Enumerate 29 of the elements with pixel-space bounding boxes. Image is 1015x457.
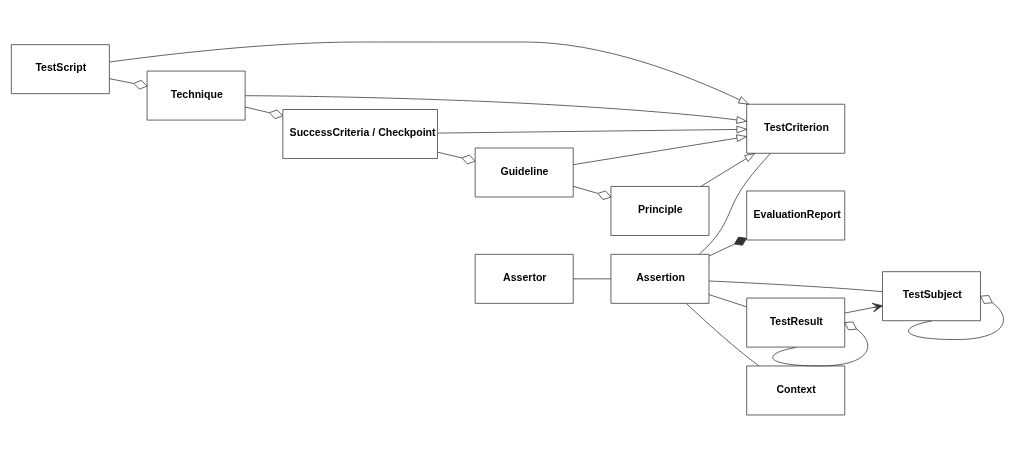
connector — [109, 78, 148, 90]
connector — [708, 280, 883, 293]
connector — [572, 278, 612, 280]
node-box: EvaluationReport — [746, 190, 846, 241]
node-box: Technique — [146, 70, 246, 121]
connector — [772, 321, 869, 367]
connector — [685, 303, 760, 367]
node-box: Assertion — [610, 253, 710, 304]
node-box: TestResult — [746, 297, 846, 348]
connector — [437, 151, 476, 165]
node-box: Guideline — [474, 147, 574, 198]
node-box: Context — [746, 365, 846, 416]
node-box: TestCriterion — [746, 103, 846, 154]
arrow — [700, 153, 756, 187]
node-box: SuccessCriteria / Checkpoint — [282, 109, 438, 159]
connector — [708, 236, 748, 257]
connector — [244, 106, 283, 120]
arrow — [437, 125, 748, 134]
arrow — [245, 95, 747, 124]
arrow — [572, 134, 748, 166]
node-box: TestScript — [10, 44, 110, 95]
arrow — [844, 302, 883, 314]
arrow — [109, 41, 749, 105]
connector — [572, 185, 612, 200]
connector — [698, 153, 771, 255]
node-box: Principle — [610, 186, 710, 236]
connector — [708, 294, 748, 308]
node-box: TestSubject — [882, 271, 981, 322]
node-box: Assertor — [474, 253, 574, 304]
